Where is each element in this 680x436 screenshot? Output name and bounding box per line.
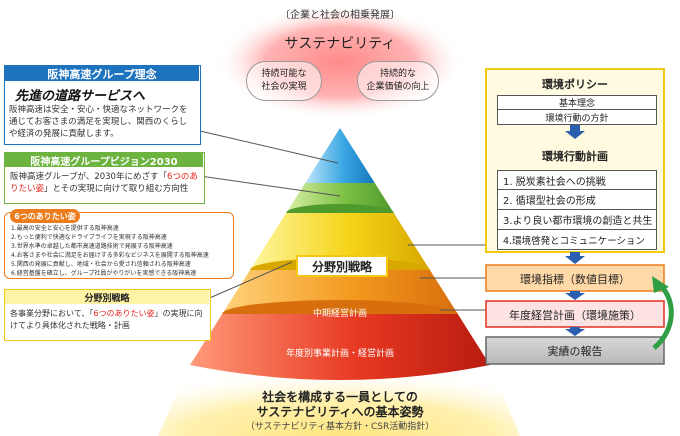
pyramid-layer-blue: [305, 128, 375, 183]
vision-box: 阪神高速グループビジョン2030 阪神高速グループが、2030年にめざす「6つの…: [4, 152, 205, 204]
philosophy-box: 阪神高速グループ理念 先進の道路サービスへ 阪神高速は安全・安心・快適なネットワ…: [4, 65, 201, 145]
cycle-arrowhead-icon: [652, 276, 669, 293]
list-item: 3.世界水準の卓越した都市高速道路技術で発展する阪神高速: [11, 243, 173, 250]
env-policy-item: 基本理念: [497, 95, 657, 110]
base-line1: 社会を構成する一員としての: [262, 390, 418, 404]
env-policy-item-label: 基本理念: [558, 99, 595, 109]
base-line2: サステナビリティへの基本姿勢: [256, 405, 424, 419]
annual-plan-label: 年度経営計画（環境施策）: [509, 309, 641, 322]
field-strategy-highlight: 6つのありたい姿: [93, 309, 155, 318]
top-caption: 〔企業と社会の相乗発展〕: [280, 10, 400, 21]
pyramid-field-strategy-text: 分野別戦略: [311, 259, 372, 274]
list-item: 2.もっと便利で快適なドライブライフを実現する阪神高速: [11, 234, 167, 241]
pyramid-layer-red: [190, 314, 490, 380]
arrow-down-icon: [565, 291, 585, 300]
six-states-list: 1.最高の安全と安心を提供する阪神高速 2.もっと便利で快適なドライブライフを実…: [11, 224, 229, 278]
list-item: 5.関西の発展に貢献し、地域・社会から愛され信頼される阪神高速: [11, 261, 191, 268]
env-plan-item: 3.より良い都市環境の創造と共生: [497, 210, 657, 230]
report-box: [485, 336, 665, 365]
corporate-value-line1: 持続的な: [379, 69, 416, 79]
pyramid-mid-term-label: 中期経営計画: [312, 309, 367, 319]
sustainable-society-bubble: 持続可能な 社会の実現: [246, 61, 322, 101]
field-strategy-box: 分野別戦略 各事業分野において、「6つのありたい姿」の実現に向けてより具体化され…: [4, 289, 211, 341]
list-item: 6.経営基盤を確立し、グループ社員がやりがいを実感できる阪神高速: [11, 270, 197, 277]
list-item: 4.お客さまや社会に満足をお届けする多彩なビジネスを展開する阪神高速: [11, 252, 209, 259]
arrow-down-icon: [565, 125, 585, 139]
indicator-label: 環境指標（数値目標）: [520, 273, 630, 286]
field-strategy-body-before: 各事業分野において、「: [10, 309, 94, 318]
cycle-arrow-icon: [652, 283, 674, 350]
env-plan-item: 4.環境啓発とコミュニケーション: [497, 230, 657, 250]
connector-vision: [199, 175, 341, 197]
list-item: 1.最高の安全と安心を提供する阪神高速: [11, 225, 119, 232]
vision-body-before: 阪神高速グループが、2030年にめざす「: [10, 172, 167, 182]
corporate-value-line2: 企業価値の向上: [366, 82, 430, 92]
env-plan-item-label: 1. 脱炭素社会への挑戦: [503, 176, 606, 188]
env-policy-item: 環境行動の方針: [497, 110, 657, 125]
env-plan-item-label: 4.環境啓発とコミュニケーション: [503, 235, 645, 247]
env-plan-item: 2. 循環型社会の形成: [497, 190, 657, 210]
pyramid-annual-label: 年度別事業計画・経営計画: [285, 349, 394, 359]
vision-highlight: 6つのありたい姿: [10, 172, 198, 194]
base-line3: （サステナビリティ基本方針・CSR活動指針）: [245, 422, 435, 432]
env-plan-item: 1. 脱炭素社会への挑戦: [497, 170, 657, 190]
env-plan-item-label: 3.より良い都市環境の創造と共生: [503, 216, 653, 227]
philosophy-header: 阪神高速グループ理念: [5, 66, 199, 81]
vision-body: 阪神高速グループが、2030年にめざす「6つのありたい姿」とその実現に向けて取り…: [10, 171, 200, 195]
env-plan-header: 環境行動計画: [542, 150, 608, 163]
connector-field-strategy: [204, 261, 293, 301]
field-strategy-body-after: 」の実現に向けてより具体化された戦略・計画: [10, 309, 203, 330]
report-label: 実績の報告: [547, 345, 603, 358]
connector-philosophy: [199, 130, 339, 164]
field-strategy-body: 各事業分野において、「6つのありたい姿」の実現に向けてより具体化された戦略・計画: [10, 308, 206, 332]
arrow-down-icon: [565, 252, 585, 264]
vision-body-after: 」とその実現に向けて取り組む方向性: [44, 184, 189, 194]
pyramid-field-strategy-label: 分野別戦略: [296, 255, 388, 277]
arrow-down-icon: [565, 327, 585, 336]
sustainable-society-line1: 持続可能な: [261, 69, 307, 79]
sustainability-title: サステナビリティ: [284, 36, 396, 52]
env-policy-header: 環境ポリシー: [542, 78, 608, 91]
env-policy-item-label: 環境行動の方針: [545, 113, 609, 124]
field-strategy-header: 分野別戦略: [5, 290, 209, 304]
vision-header: 阪神高速グループビジョン2030: [5, 153, 203, 168]
philosophy-headline: 先進の道路サービスへ: [15, 89, 146, 104]
sustainable-society-line2: 社会の実現: [261, 82, 307, 92]
six-states-box: 6つのありたい姿 1.最高の安全と安心を提供する阪神高速 2.もっと便利で快適な…: [4, 209, 234, 279]
env-plan-item-label: 2. 循環型社会の形成: [503, 196, 596, 207]
six-states-header: 6つのありたい姿: [10, 209, 80, 223]
corporate-value-bubble: 持続的な 企業価値の向上: [357, 61, 439, 101]
philosophy-body: 阪神高速は安全・安心・快適なネットワークを通じてお客さまの満足を実現し、関西のく…: [9, 105, 188, 139]
